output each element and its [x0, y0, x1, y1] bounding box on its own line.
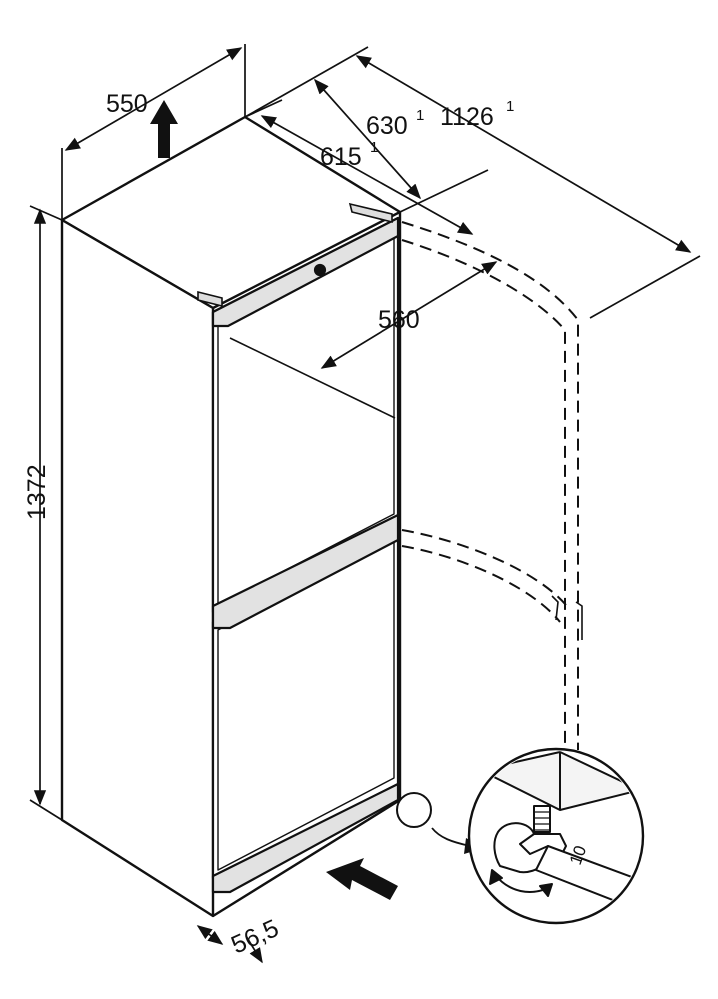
label-630-note: 1 [416, 107, 424, 124]
label-615: 615 [320, 143, 362, 171]
dimension-lines [29, 44, 701, 964]
adjustable-foot-detail: 10 [467, 747, 645, 925]
label-560: 560 [378, 306, 420, 334]
lower-door [211, 513, 400, 894]
label-1126-note: 1 [506, 98, 514, 115]
fridge-side-face [60, 218, 215, 918]
detail-leader [431, 827, 471, 847]
label-630: 630 [366, 112, 408, 140]
label-1126: 1126 [440, 103, 494, 131]
bottom-plinth [211, 782, 400, 894]
label-1372: 1372 [23, 464, 51, 520]
dim-56-5-line [196, 925, 224, 945]
dim-550-line [64, 47, 243, 151]
ext-line [589, 255, 701, 319]
ext-line [29, 205, 63, 221]
push-arrow-icon [326, 858, 398, 900]
ext-line [244, 46, 369, 118]
label-615-note: 1 [370, 139, 378, 156]
open-door-outline [401, 221, 579, 750]
label-550: 550 [106, 90, 148, 118]
dimension-labels: 550 630 1 1126 1 615 1 560 1372 56,5 [23, 90, 514, 959]
lower-hinge-open [551, 595, 583, 640]
fridge-bottom-edge [212, 798, 401, 918]
dim-56-5-arrow [245, 935, 263, 964]
left-hinge [197, 290, 223, 308]
label-56-5: 56,5 [227, 914, 283, 959]
ext-line [29, 799, 63, 821]
up-arrow-icon [150, 100, 178, 158]
door-lock-dot [313, 263, 327, 277]
dim-1126-line [355, 55, 692, 253]
dim-560-line [320, 261, 498, 369]
middle-handle [211, 513, 400, 630]
foot-detail-circle [396, 792, 432, 828]
